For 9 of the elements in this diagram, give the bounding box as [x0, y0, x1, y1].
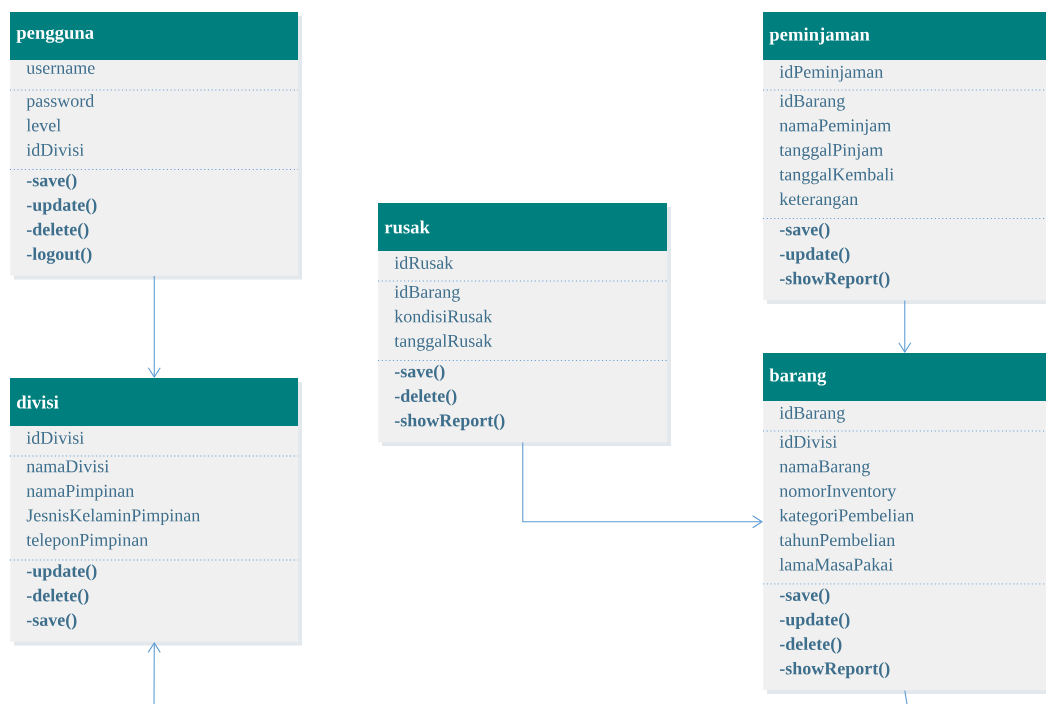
class-box: barang idBarang idDivisi namaBarang nomorInventory kategoriPembelian tahunPembelian lamaMasaPakai -save() -update() -delete() -showReport()	[762, 353, 1046, 694]
class-box: pengguna username password level idDivisi -save() -update() -delete() -logout()	[9, 12, 302, 280]
class-box: peminjaman idPeminjaman idBarang namaPeminjam tanggalPinjam tanggalKembali keterangan -save() -update() -showReport()	[762, 12, 1046, 304]
arrow	[147, 275, 161, 378]
arrow	[898, 300, 912, 353]
class-box: divisi idDivisi namaDivisi namaPimpinan JesnisKelaminPimpinan teleponPimpinan -update() -delete() -save()	[9, 378, 302, 646]
class-box: rusak idRusak idBarang kondisiRusak tanggalRusak -save() -delete() -showReport()	[377, 203, 671, 446]
arrow	[522, 442, 763, 529]
arrow	[147, 642, 161, 704]
